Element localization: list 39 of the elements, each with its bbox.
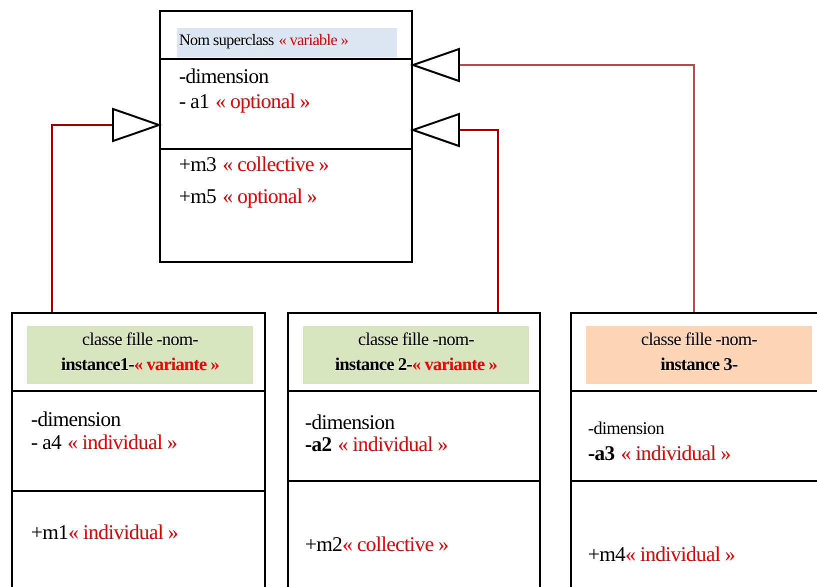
class-name: classe fille -nom- (641, 329, 757, 349)
method: +m1 (31, 520, 68, 544)
stereotype: « variable » (278, 32, 348, 49)
stereotype: « individual » (625, 542, 735, 566)
inheritance-arrow (412, 113, 499, 312)
class-name: Nom superclass (179, 32, 274, 49)
class-name: instance 2- (335, 354, 412, 374)
method: +m4 (588, 542, 626, 566)
class-box (159, 10, 413, 263)
method: +m3 (179, 152, 216, 176)
inheritance-arrow (412, 48, 695, 312)
class-box (287, 312, 541, 587)
attribute: - a4 (31, 430, 62, 454)
method: +m2 (305, 532, 342, 556)
class-name: instance 3- (660, 354, 738, 374)
class-name: instance1- (61, 354, 134, 374)
inheritance-arrow (51, 108, 160, 312)
attribute: - a1 (179, 89, 210, 113)
class-box (570, 312, 817, 587)
stereotype: « individual » (338, 432, 448, 456)
attribute: -dimension (31, 407, 120, 431)
stereotype: « variante » (412, 354, 497, 374)
method: +m5 (179, 184, 216, 208)
stereotype: « individual » (620, 441, 730, 465)
class-name: classe fille -nom- (358, 329, 474, 349)
stereotype: « individual » (68, 520, 178, 544)
stereotype: « collective » (342, 532, 448, 556)
stereotype: « individual » (67, 430, 178, 454)
attribute: -dimension (305, 410, 394, 434)
class-box (11, 312, 266, 587)
attribute: -dimension (588, 418, 664, 438)
attribute: -a2 (305, 432, 332, 456)
attribute: -a3 (588, 441, 614, 465)
stereotype: « optional » (215, 89, 310, 113)
stereotype: « variante » (134, 354, 219, 374)
attribute: -dimension (179, 64, 268, 88)
class-name: classe fille -nom- (82, 329, 198, 349)
stereotype: « collective » (222, 152, 329, 176)
stereotype: « optional » (222, 184, 317, 208)
